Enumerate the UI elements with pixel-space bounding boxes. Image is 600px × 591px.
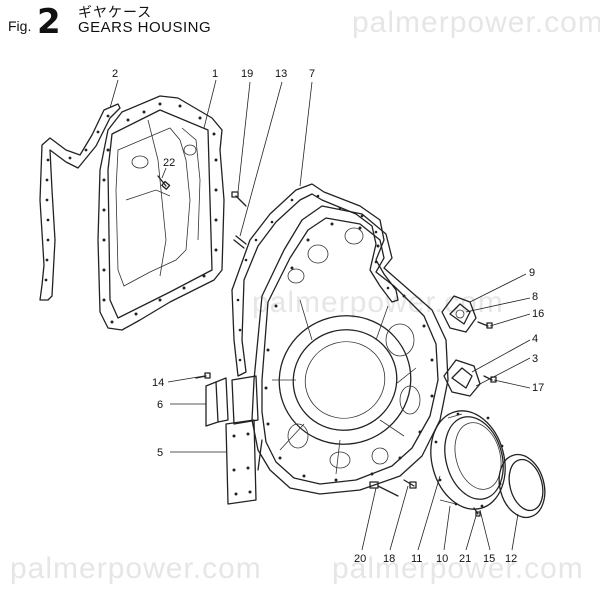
figure-number: 2 xyxy=(37,2,61,42)
label-part-17: 17 xyxy=(532,382,544,394)
label-part-9: 9 xyxy=(529,267,535,279)
label-part-5: 5 xyxy=(157,447,163,459)
part-gear-housing xyxy=(225,205,449,505)
watermark-bottom-left: palmerpower.com xyxy=(10,552,262,585)
part-cover-4 xyxy=(443,359,481,397)
figure-title: GEARS HOUSING xyxy=(78,19,212,36)
figure-title-jp: ギヤケース xyxy=(78,4,153,20)
part-flange-10 xyxy=(430,410,506,510)
watermark-bottom-right: palmerpower.com xyxy=(332,552,584,585)
label-part-15: 15 xyxy=(483,553,495,565)
label-part-3: 3 xyxy=(532,353,538,365)
label-part-16: 16 xyxy=(532,308,544,320)
part-bolt-18 xyxy=(403,479,417,489)
label-part-4: 4 xyxy=(532,333,538,345)
part-gasket-front-cover xyxy=(39,103,121,301)
label-part-22: 22 xyxy=(163,157,175,169)
part-screw-21 xyxy=(473,507,481,517)
label-part-8: 8 xyxy=(532,291,538,303)
label-part-10: 10 xyxy=(436,553,448,565)
part-dowel-13 xyxy=(233,235,247,249)
part-cover-plate xyxy=(205,377,229,427)
label-part-7: 7 xyxy=(309,68,315,80)
watermark-mid: palmerpower.com xyxy=(252,286,504,319)
part-oil-seal xyxy=(498,453,546,519)
part-bolt-14 xyxy=(195,372,211,379)
label-part-21: 21 xyxy=(459,553,471,565)
part-gasket-housing xyxy=(231,183,399,377)
part-cover-9 xyxy=(441,295,477,333)
label-part-19: 19 xyxy=(241,68,253,80)
part-stud-19 xyxy=(231,191,247,207)
label-part-20: 20 xyxy=(354,553,366,565)
label-part-12: 12 xyxy=(505,553,517,565)
part-bolt-22 xyxy=(157,175,171,190)
part-front-cover xyxy=(97,95,225,331)
label-part-6: 6 xyxy=(157,399,163,411)
watermark-top: palmerpower.com xyxy=(352,6,600,39)
label-part-1: 1 xyxy=(212,68,218,80)
label-part-18: 18 xyxy=(383,553,395,565)
label-part-14: 14 xyxy=(152,377,164,389)
label-part-13: 13 xyxy=(275,68,287,80)
label-part-2: 2 xyxy=(112,68,118,80)
figure-prefix: Fig. xyxy=(8,18,32,34)
part-bolt-20 xyxy=(369,481,399,497)
leader-lines xyxy=(109,79,531,551)
part-bolt-16 xyxy=(477,321,493,329)
label-part-11: 11 xyxy=(411,553,422,565)
